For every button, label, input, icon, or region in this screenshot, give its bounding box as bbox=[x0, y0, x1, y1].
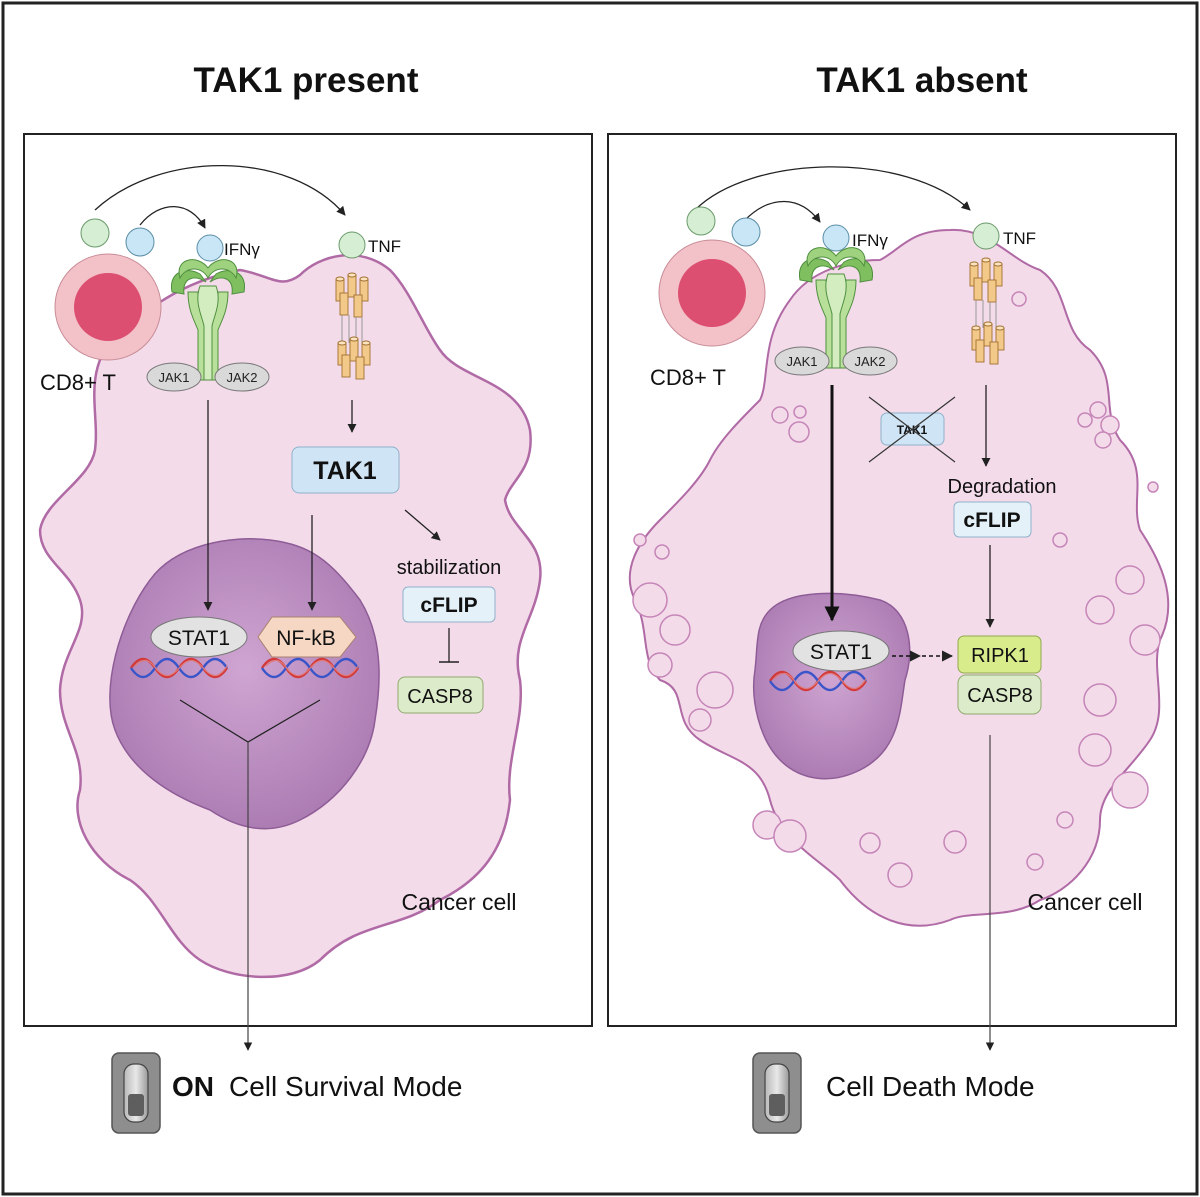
right-panel-title: TAK1 absent bbox=[816, 61, 1028, 100]
right-ripk1-box bbox=[957, 635, 1042, 674]
left-cflip-label: cFLIP bbox=[420, 594, 477, 617]
right-tnf-ball bbox=[972, 222, 1000, 250]
left-nucleus bbox=[109, 538, 380, 830]
right-tnf-label: TNF bbox=[1003, 229, 1036, 248]
left-tak1-to-cflip-arrow bbox=[404, 509, 441, 541]
left-mode-on: ON bbox=[172, 1071, 214, 1102]
right-cflip-label: cFLIP bbox=[963, 509, 1020, 532]
left-ifng-label: IFNγ bbox=[224, 240, 260, 259]
left-ifng-arc bbox=[139, 205, 206, 229]
left-tak1-label: TAK1 bbox=[313, 457, 377, 485]
left-cd8-label: CD8+ T bbox=[40, 370, 116, 395]
right-ripk1-label: RIPK1 bbox=[971, 645, 1029, 667]
left-panel-title: TAK1 present bbox=[194, 61, 419, 100]
right-jak2-label: JAK2 bbox=[854, 354, 885, 369]
right-tnf-arc bbox=[694, 166, 971, 211]
left-ifng-ball-free bbox=[125, 227, 155, 257]
right-degradation-label: Degradation bbox=[948, 476, 1057, 498]
left-stabilization-label: stabilization bbox=[397, 557, 502, 579]
right-tak1-cross-2 bbox=[868, 396, 956, 463]
right-ifng-ball bbox=[822, 224, 850, 252]
right-cd8-label: CD8+ T bbox=[650, 365, 726, 390]
right-stat1-oval bbox=[792, 630, 890, 672]
right-stat1-label: STAT1 bbox=[810, 641, 872, 664]
right-blebs bbox=[632, 291, 1161, 888]
left-ifng-ball bbox=[196, 234, 224, 262]
left-casp8-box bbox=[397, 676, 484, 714]
right-cancer-cell bbox=[628, 228, 1170, 927]
right-tnf-ball-free bbox=[686, 206, 716, 236]
left-cflip-box bbox=[402, 586, 496, 623]
left-tak1-box bbox=[291, 446, 400, 494]
left-jak1 bbox=[146, 362, 202, 392]
right-cflip-box bbox=[953, 501, 1032, 538]
left-tnf-arc bbox=[94, 164, 346, 216]
left-tnf-ball-free bbox=[80, 218, 110, 248]
left-jak2-label: JAK2 bbox=[226, 370, 257, 385]
left-nfkb-box bbox=[257, 616, 357, 658]
left-jak2 bbox=[214, 362, 270, 392]
left-mode-label: Cell Survival Mode bbox=[229, 1071, 462, 1102]
right-casp8-box bbox=[957, 674, 1042, 715]
left-stat1-label: STAT1 bbox=[168, 627, 230, 650]
right-casp8-label: CASP8 bbox=[967, 685, 1033, 707]
right-jak1 bbox=[774, 346, 830, 376]
left-switch-lever bbox=[128, 1094, 144, 1116]
left-stat1-oval bbox=[150, 616, 248, 658]
left-jak1-label: JAK1 bbox=[158, 370, 189, 385]
right-jak2 bbox=[842, 346, 898, 376]
right-tcell-nucleus bbox=[678, 259, 746, 327]
right-ifng-arc bbox=[744, 200, 821, 223]
right-jak1-label: JAK1 bbox=[786, 354, 817, 369]
left-cancer-cell-label: Cancer cell bbox=[401, 889, 516, 915]
left-tnf-ball bbox=[338, 231, 366, 259]
right-switch-lever bbox=[769, 1094, 785, 1116]
right-mode-label: Cell Death Mode bbox=[826, 1071, 1035, 1102]
left-nfkb-label: NF-kB bbox=[276, 627, 336, 650]
left-tcell-nucleus bbox=[74, 273, 142, 341]
right-cancer-cell-label: Cancer cell bbox=[1027, 889, 1142, 915]
right-panel: TAK1 absent CD8+ T IFNγ TNF bbox=[607, 61, 1177, 1134]
left-tnf-label: TNF bbox=[368, 237, 401, 256]
right-ifng-label: IFNγ bbox=[852, 231, 888, 250]
left-casp8-label: CASP8 bbox=[407, 686, 473, 708]
left-panel: TAK1 present CD8+ T IFNγ TNF JAK1 JAK2 T… bbox=[23, 61, 593, 1134]
right-ifng-ball-free bbox=[731, 217, 761, 247]
